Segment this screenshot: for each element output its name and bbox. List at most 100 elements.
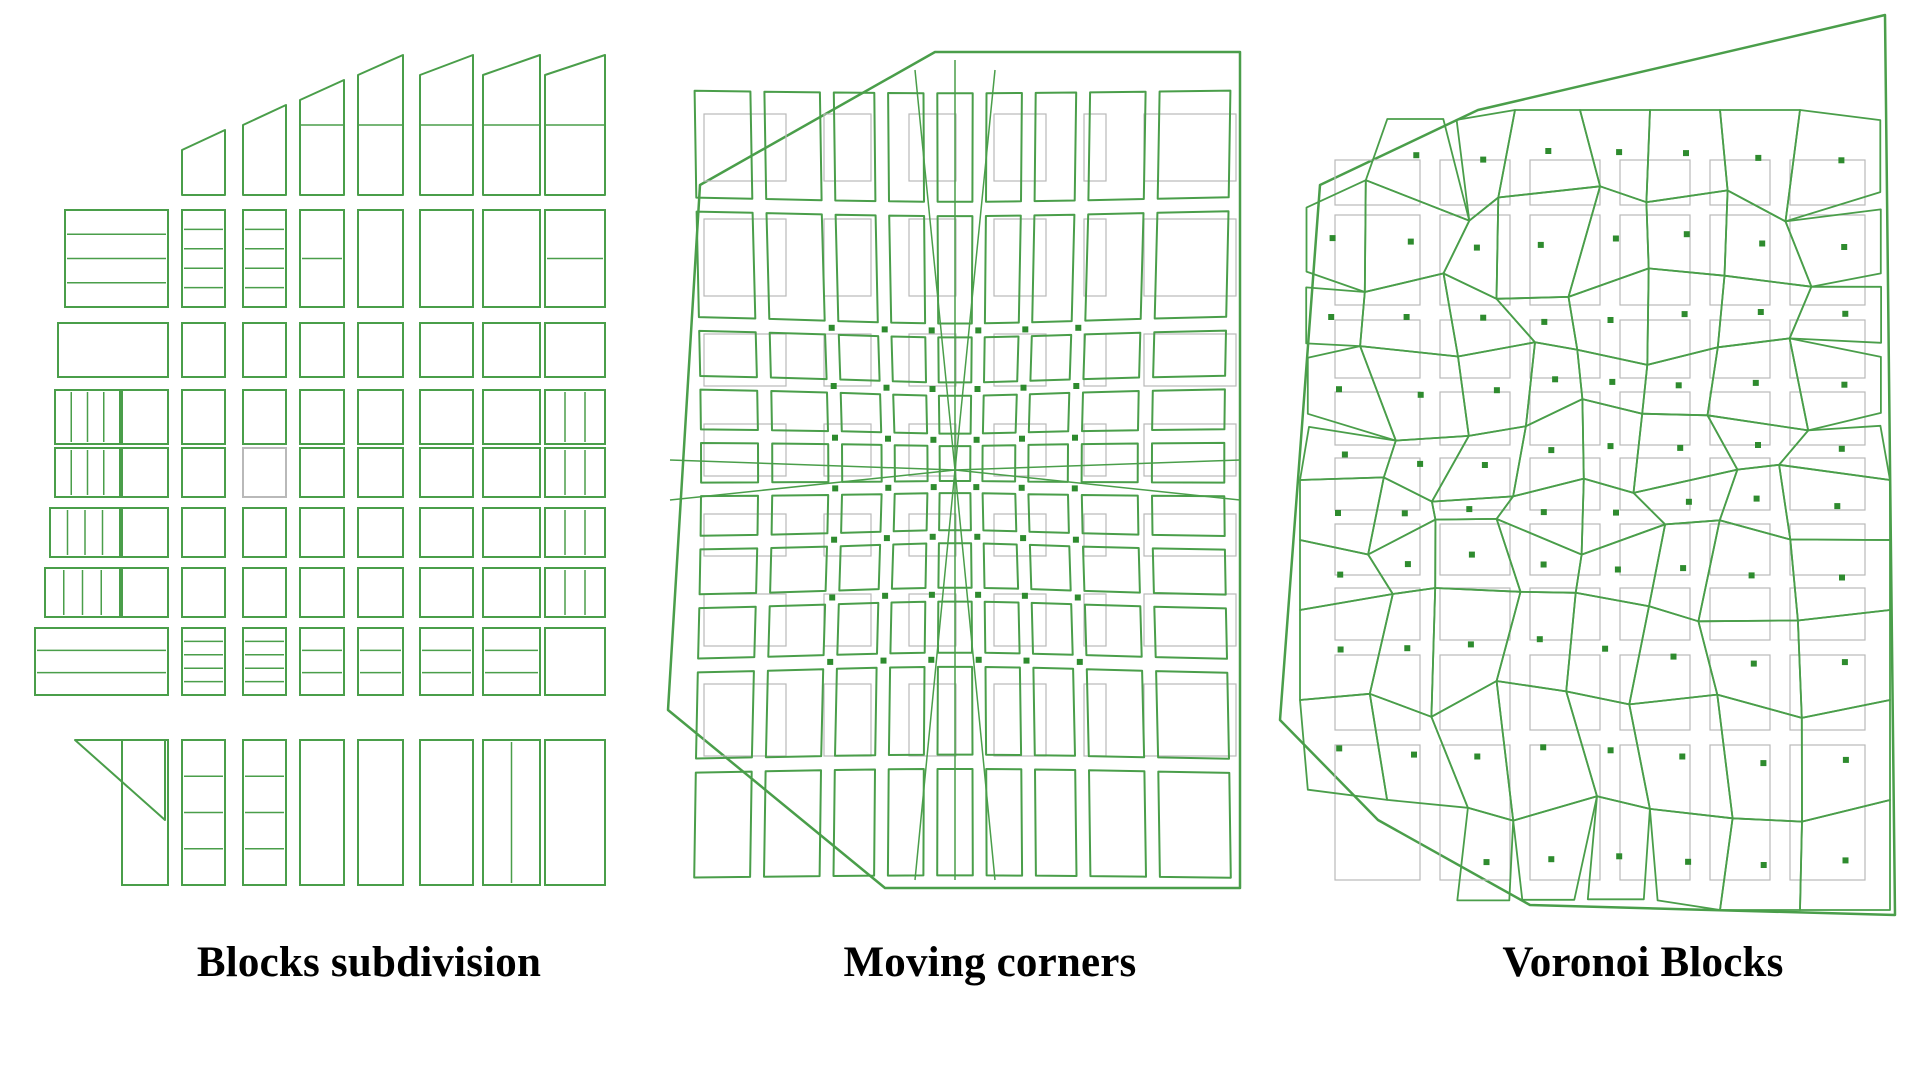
original-grid-block <box>908 218 957 297</box>
corner-point-icon <box>973 484 980 491</box>
city-block <box>121 567 169 618</box>
voronoi-cell <box>1431 495 1514 521</box>
voronoi-cell <box>1456 806 1515 902</box>
seed-point-icon <box>1602 645 1609 652</box>
original-grid-block <box>1709 457 1771 511</box>
seed-point-icon <box>1614 566 1621 573</box>
caption-voronoi-blocks: Voronoi Blocks <box>1502 939 1784 986</box>
original-grid-block <box>1083 113 1107 182</box>
voronoi-cell <box>1641 346 1719 417</box>
voronoi-cell <box>1716 274 1813 349</box>
original-grid-block <box>993 113 1047 182</box>
city-block <box>482 447 541 498</box>
moved-block <box>887 92 925 203</box>
city-block <box>419 739 474 886</box>
original-grid-block <box>823 113 872 182</box>
moved-block <box>887 666 926 756</box>
panel-voronoi-blocks <box>1278 13 1897 917</box>
moved-block <box>693 89 754 200</box>
moved-block <box>984 666 1023 756</box>
corner-point-icon <box>1020 384 1027 391</box>
original-grid-block <box>1334 523 1421 576</box>
caption-moving-corners: Moving corners <box>843 939 1137 986</box>
original-grid-block <box>1334 319 1421 379</box>
moved-block <box>699 388 759 431</box>
city-block <box>242 322 287 378</box>
original-grid-block <box>993 423 1047 477</box>
seed-point-icon <box>1480 314 1487 321</box>
moved-block <box>698 329 758 379</box>
moved-block <box>1151 388 1226 431</box>
moved-block <box>838 543 882 592</box>
seed-point-icon <box>1616 149 1623 156</box>
seed-point-icon <box>1493 387 1500 394</box>
city-block <box>121 739 169 886</box>
city-block <box>357 389 404 445</box>
original-grid-block <box>908 683 957 757</box>
city-block <box>181 322 226 378</box>
original-grid-block <box>1789 457 1866 511</box>
corner-point-icon <box>974 386 981 392</box>
city-block <box>181 627 226 696</box>
seed-point-icon <box>1612 235 1619 242</box>
original-grid-block <box>703 593 787 647</box>
original-grid-block <box>1334 587 1421 641</box>
corner-point-icon <box>827 658 834 665</box>
voronoi-cell <box>1718 463 1792 541</box>
seed-point-icon <box>1401 510 1408 517</box>
seed-point-icon <box>1613 509 1619 516</box>
moved-block <box>1151 494 1226 537</box>
seed-point-icon <box>1838 157 1845 164</box>
voronoi-cell <box>1567 185 1650 298</box>
panel-outline <box>1278 13 1897 917</box>
moved-block <box>770 390 829 433</box>
seed-point-icon <box>1540 744 1547 751</box>
edge-block <box>242 104 287 196</box>
voronoi-cell <box>1799 799 1891 911</box>
seed-point-icon <box>1842 857 1849 864</box>
moved-block <box>936 768 974 877</box>
moved-block <box>770 494 830 536</box>
voronoi-cell <box>1579 109 1651 204</box>
original-grid-block <box>1334 654 1421 731</box>
city-block <box>181 209 226 308</box>
corner-point-icon <box>828 324 835 331</box>
original-grid-block <box>1334 744 1421 881</box>
voronoi-cell <box>1512 795 1598 901</box>
seed-point-icon <box>1336 745 1343 752</box>
seed-point-icon <box>1607 747 1614 754</box>
voronoi-cell <box>1363 179 1471 293</box>
moved-block <box>700 442 760 484</box>
moved-block <box>1088 769 1147 878</box>
seed-point-icon <box>1541 318 1548 325</box>
voronoi-cell <box>1784 109 1882 223</box>
original-grid-block <box>1709 587 1771 641</box>
original-grid-block <box>1529 159 1601 206</box>
edge-block <box>544 54 606 196</box>
moved-block <box>892 393 929 435</box>
seed-point-icon <box>1411 751 1417 758</box>
moved-block <box>1027 493 1070 534</box>
city-block <box>357 209 404 308</box>
seed-point-icon <box>1670 653 1677 660</box>
moved-block <box>1029 333 1073 382</box>
seed-point-icon <box>1466 506 1473 513</box>
unsplit-block <box>242 447 287 498</box>
edge-block <box>357 54 404 196</box>
moved-block <box>1080 442 1139 484</box>
moved-block <box>841 443 883 483</box>
moved-block <box>768 331 828 381</box>
city-block <box>44 567 121 618</box>
moved-block <box>892 492 929 533</box>
original-grid-block <box>908 113 957 182</box>
corner-point-icon <box>1023 657 1030 664</box>
caption-blocks-subdivision: Blocks subdivision <box>196 939 542 986</box>
edge-block <box>419 54 474 196</box>
corner-point-icon <box>885 435 891 442</box>
moved-block <box>1027 391 1071 434</box>
corner-point-icon <box>1018 484 1025 491</box>
seed-point-icon <box>1537 241 1544 248</box>
spoke-line <box>669 459 956 471</box>
original-grid-block <box>823 683 872 757</box>
seed-point-icon <box>1842 310 1849 317</box>
